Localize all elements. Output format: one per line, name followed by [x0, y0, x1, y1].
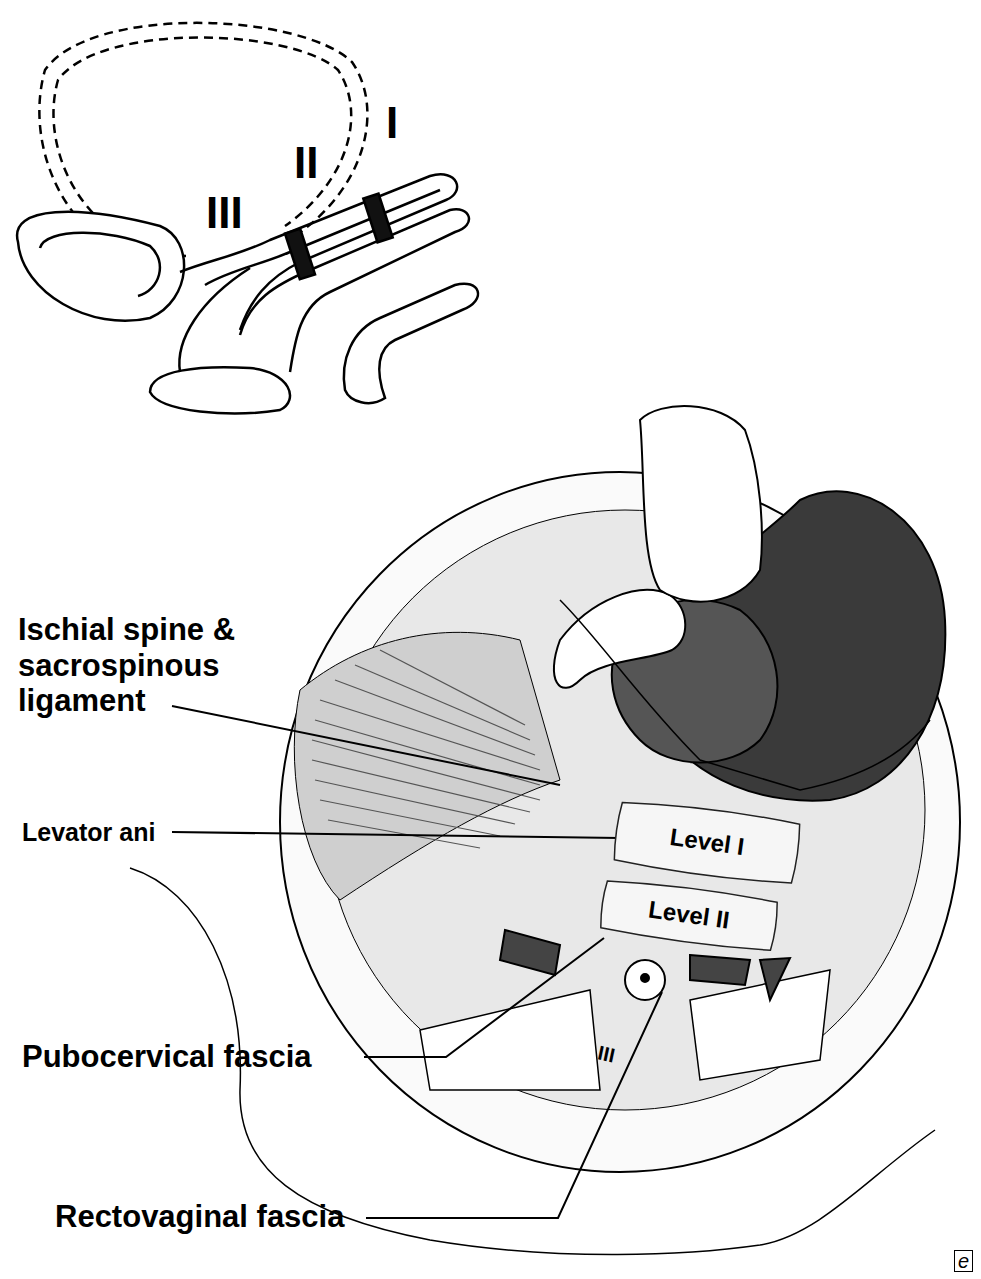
illustration-part — [294, 632, 560, 900]
illustration-part — [554, 590, 685, 688]
illustration-part — [690, 970, 830, 1080]
illustration-part — [40, 233, 160, 296]
sagittal-sketch — [17, 23, 478, 414]
illustration-part — [312, 650, 540, 848]
structure-label: Ischial spine & sacrospinous ligament — [18, 612, 286, 719]
illustration-part — [560, 600, 930, 790]
illustration-part — [17, 212, 184, 321]
illustration-part — [625, 960, 665, 1000]
illustration-part — [380, 650, 525, 725]
illustration-part — [335, 680, 535, 755]
illustration-part — [179, 268, 250, 372]
illustration-part — [641, 974, 649, 982]
illustration-part — [150, 367, 290, 413]
illustration-part — [363, 194, 392, 243]
pelvic-floor-view — [130, 406, 960, 1254]
illustration-part — [344, 284, 478, 403]
level-number: II — [294, 138, 318, 189]
illustration-part — [285, 229, 315, 280]
illustration-part — [355, 665, 530, 740]
watermark: e — [954, 1250, 973, 1272]
illustration-part — [640, 406, 762, 602]
illustration-part — [320, 800, 500, 836]
illustration-part — [364, 938, 604, 1057]
illustration-part — [760, 958, 790, 1000]
leader-lines — [172, 706, 662, 1218]
structure-label: Levator ani — [22, 818, 155, 847]
illustration-part — [280, 472, 960, 1172]
illustration-part — [172, 706, 560, 785]
illustration-part — [312, 740, 540, 800]
level-number: III — [206, 188, 243, 239]
level-number: I — [386, 98, 398, 149]
illustration-part — [420, 990, 600, 1090]
band-shape — [599, 876, 780, 954]
illustration-part — [315, 780, 515, 824]
structure-label: Pubocervical fascia — [22, 1039, 312, 1075]
structure-label: Rectovaginal fascia — [55, 1199, 344, 1235]
band-shape — [612, 797, 802, 888]
illustration-part — [500, 930, 560, 975]
illustration-part — [366, 992, 662, 1218]
illustration-part — [172, 832, 620, 838]
illustration-part — [690, 955, 750, 985]
